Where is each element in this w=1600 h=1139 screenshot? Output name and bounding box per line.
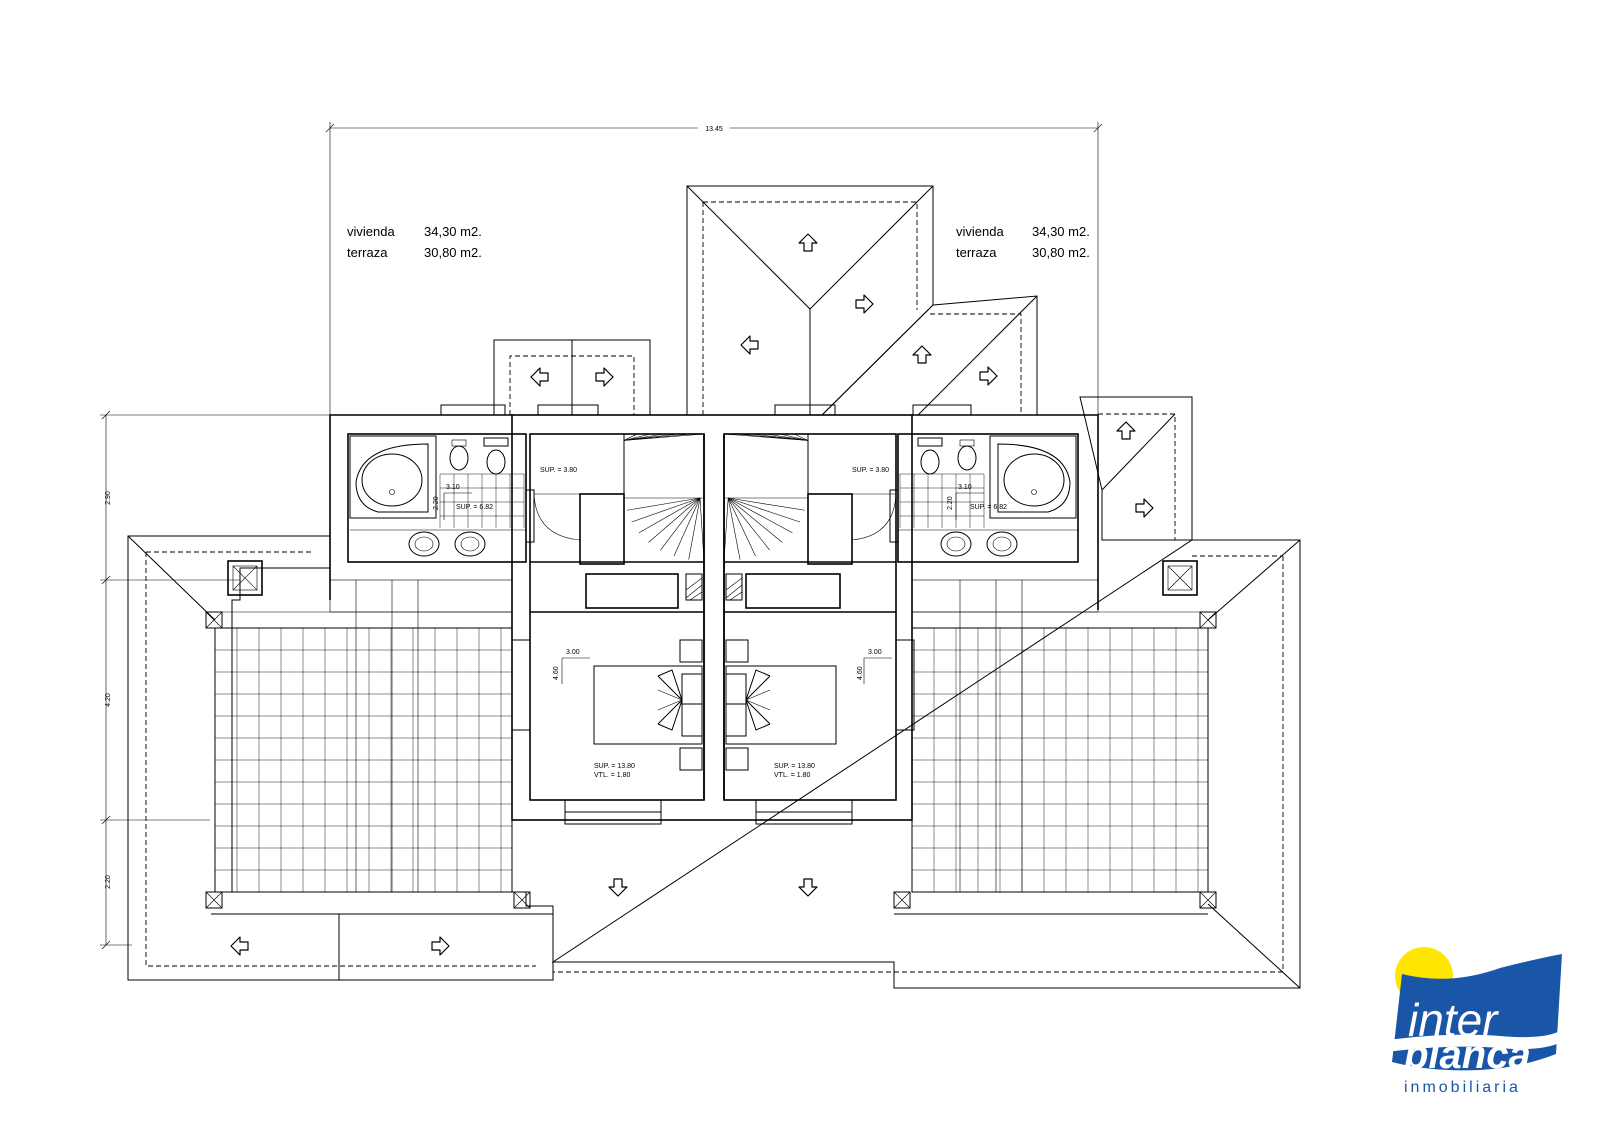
bed-left-vtl: VTL. = 1.80 (594, 772, 630, 779)
building-outline (329, 404, 1099, 825)
bath-left-sup: SUP. = 6.82 (456, 504, 493, 511)
svg-text:30,80 m2.: 30,80 m2. (1032, 245, 1090, 260)
dimension-v3: 2.20 (105, 875, 112, 889)
bath-left-height: 2.20 (433, 496, 440, 510)
company-logo: inter blanca inmobiliaria (1386, 947, 1562, 1096)
arrow-right-icon (431, 936, 450, 956)
svg-text:34,30 m2.: 34,30 m2. (424, 224, 482, 239)
sinks-left (350, 529, 526, 557)
dimension-v1: 2.90 (105, 491, 112, 505)
arrow-up-icon (1116, 421, 1136, 440)
bathroom-right: 3.10 2.20 SUP. = 6.82 (898, 435, 1078, 557)
staircase-right (723, 433, 809, 561)
vertical-dimension-line: 2.90 4.20 2.20 (100, 410, 330, 950)
area-summary-left: vivienda 34,30 m2. terraza 30,80 m2. (347, 224, 482, 260)
bed-left-sup: SUP. = 13.80 (594, 763, 635, 770)
toilet-right (917, 437, 943, 475)
slope-arrows (230, 233, 1154, 956)
bed-left-width: 3.00 (566, 649, 580, 656)
bed-left-height: 4.60 (553, 666, 560, 680)
svg-text:vivienda: vivienda (956, 224, 1004, 239)
svg-text:30,80 m2.: 30,80 m2. (424, 245, 482, 260)
bed-right-sup: SUP. = 13.80 (774, 763, 815, 770)
staircase-left (623, 433, 705, 561)
terrace-roof-left (127, 535, 554, 981)
arrow-down-icon (798, 878, 818, 897)
terrace-tiles-left (214, 580, 513, 893)
svg-text:34,30 m2.: 34,30 m2. (1032, 224, 1090, 239)
overall-dimension-label: 13.45 (705, 126, 723, 133)
chimney-left (227, 560, 263, 596)
svg-text:vivienda: vivienda (347, 224, 395, 239)
bidet-right (957, 439, 977, 471)
toilet-left (483, 437, 509, 475)
svg-text:inmobiliaria: inmobiliaria (1404, 1079, 1521, 1096)
arrow-left-icon (230, 936, 249, 956)
arrow-left-icon (530, 367, 549, 387)
sinks-right (898, 529, 1078, 557)
stair-left-sup: SUP. = 3.80 (540, 467, 577, 474)
bath-right-height: 2.20 (947, 496, 954, 510)
svg-text:blanca: blanca (1404, 1033, 1531, 1077)
svg-text:terraza: terraza (347, 245, 388, 260)
area-summary-right: vivienda 34,30 m2. terraza 30,80 m2. (956, 224, 1090, 260)
roof-small-left (493, 339, 651, 416)
roof-hip-central (686, 185, 934, 416)
arrow-left-icon (740, 335, 759, 355)
terrace-roof-right (551, 539, 1301, 989)
arrow-right-icon (979, 366, 998, 386)
bathroom-left: 3.10 2.20 SUP. = 6.82 (349, 435, 526, 557)
bed-right-width: 3.00 (868, 649, 882, 656)
svg-text:inter: inter (1408, 994, 1499, 1046)
chimney-right (1162, 560, 1198, 596)
corner-posts (205, 611, 1217, 909)
bed-right-height: 4.60 (857, 666, 864, 680)
stair-right-sup: SUP. = 3.80 (852, 467, 889, 474)
arrow-up-icon (912, 345, 932, 364)
service-shafts (685, 573, 743, 601)
bedroom-right: 3.00 4.60 SUP. = 13.80 VTL. = 1.80 (725, 639, 892, 779)
bath-left-width: 3.10 (446, 484, 460, 491)
arrow-right-icon (855, 294, 874, 314)
bed-right-vtl: VTL. = 1.80 (774, 772, 810, 779)
doors (533, 493, 897, 541)
overall-dimension-line: 13.45 (325, 122, 1103, 610)
bath-right-width: 3.10 (958, 484, 972, 491)
arrow-right-icon (1135, 498, 1154, 518)
svg-text:terraza: terraza (956, 245, 997, 260)
bedroom-left: 3.00 4.60 SUP. = 13.80 VTL. = 1.80 (553, 639, 703, 779)
dimension-v2: 4.20 (105, 693, 112, 707)
terrace-tiles-right (911, 580, 1209, 893)
terrace-railings (215, 579, 1208, 613)
bidet-left (449, 439, 469, 471)
arrow-right-icon (595, 367, 614, 387)
bath-right-sup: SUP. = 6.82 (970, 504, 1007, 511)
arrow-down-icon (608, 878, 628, 897)
arrow-up-icon (798, 233, 818, 252)
roof-right-corner (1079, 396, 1193, 541)
